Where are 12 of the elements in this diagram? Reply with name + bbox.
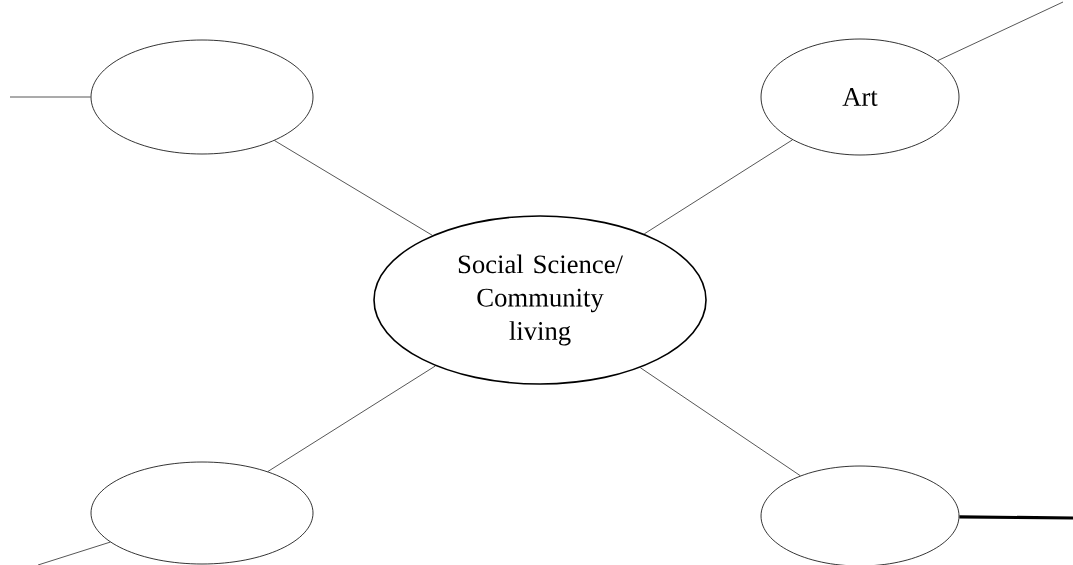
connector-line: [937, 1, 1064, 61]
connector-line: [959, 515, 1073, 520]
empty-ellipse: [90, 39, 314, 155]
connector-line: [9, 96, 91, 98]
connector-line: [640, 367, 801, 477]
connector-line: [37, 541, 111, 565]
connector-line: [274, 140, 433, 236]
ellipse-node: Social Science/ Community living: [373, 215, 707, 385]
ellipse-node: Art: [760, 38, 960, 156]
connector-line: [644, 139, 793, 235]
connector-line: [267, 365, 436, 472]
empty-ellipse: [90, 461, 314, 565]
